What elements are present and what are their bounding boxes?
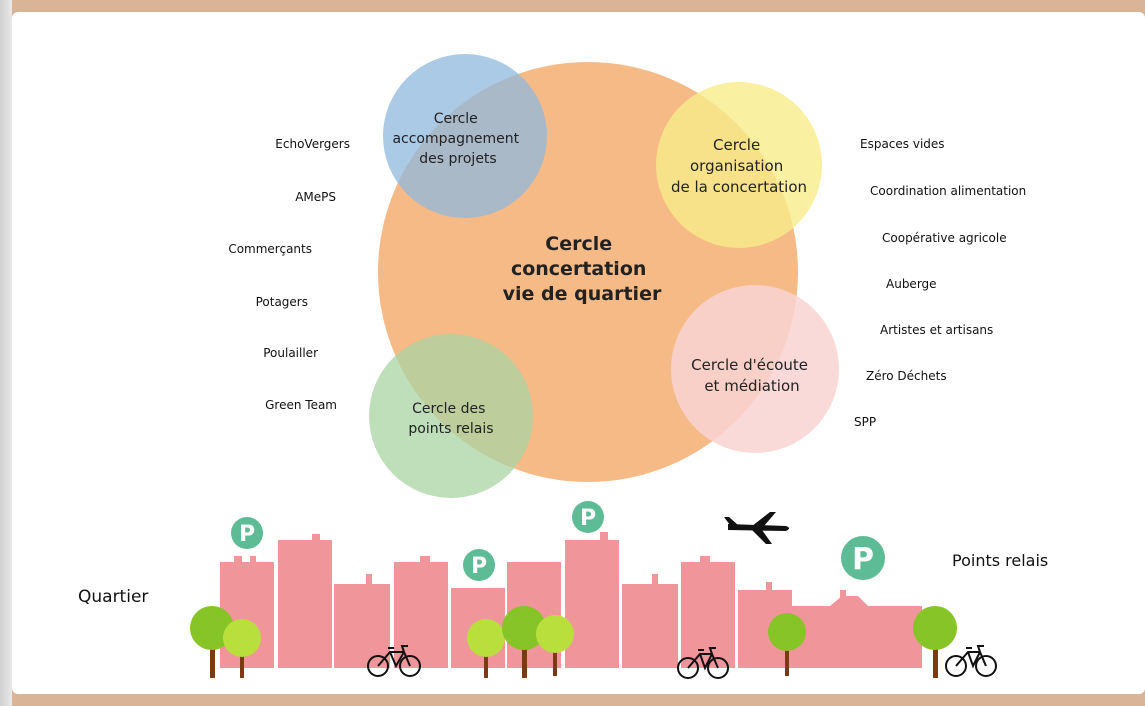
organisation-label: Cercle organisation de la concertation (671, 136, 807, 196)
left-item: Potagers (256, 295, 308, 309)
right-item: Coordination alimentation (870, 184, 1026, 198)
left-item: Poulailler (263, 346, 318, 360)
left-item: EchoVergers (275, 137, 350, 151)
right-item: Espaces vides (860, 137, 945, 151)
accompagnement-circle (383, 54, 547, 218)
tree-icon (502, 606, 546, 678)
svg-text:P: P (580, 506, 596, 531)
tree-icon (190, 606, 234, 678)
svg-text:P: P (471, 554, 487, 579)
ecoute-label: Cercle d'écoute et médiation (691, 356, 813, 395)
airplane-icon (724, 512, 789, 544)
right-item: Zéro Déchets (866, 369, 947, 383)
main-circle-label: Cercle concertation vie de quartier (503, 233, 662, 305)
p-badge-2: P (463, 549, 495, 581)
buildings (220, 532, 922, 668)
relais-circle (369, 334, 533, 498)
tree-icon (536, 615, 574, 676)
right-item: Auberge (886, 277, 937, 291)
points-relais-label: Points relais (952, 551, 1048, 570)
left-item: AMePS (295, 190, 336, 204)
accompagnement-label: Cercle accompagnement des projets (392, 111, 523, 167)
right-item: Artistes et artisans (880, 323, 993, 337)
diagram-canvas: Cercle concertation vie de quartier Cerc… (78, 54, 1048, 679)
tree-icon (223, 619, 261, 678)
right-items: Espaces vides Coordination alimentation … (854, 137, 1026, 429)
right-item: Coopérative agricole (882, 231, 1007, 245)
organisation-circle (656, 82, 822, 248)
tree-icon (768, 613, 806, 676)
tree-icon (913, 606, 957, 678)
left-item: Green Team (265, 398, 337, 412)
ecoute-circle (671, 285, 839, 453)
svg-text:P: P (239, 522, 255, 547)
bicycle-icon (367, 645, 421, 677)
right-item: SPP (854, 415, 876, 429)
left-item: Commerçants (228, 242, 312, 256)
relais-label: Cercle des points relais (408, 401, 493, 437)
bicycle-icon (677, 647, 729, 679)
quartier-label: Quartier (78, 587, 148, 607)
tree-icon (467, 619, 505, 678)
left-items: EchoVergers AMePS Commerçants Potagers P… (228, 137, 350, 412)
p-badge-3: P (572, 501, 604, 533)
page-shadow (0, 0, 12, 706)
diagram-frame: Cercle concertation vie de quartier Cerc… (12, 12, 1145, 694)
p-badge-4: P (841, 536, 885, 580)
bicycle-icon (945, 645, 997, 677)
p-badge-1: P (231, 517, 263, 549)
svg-text:P: P (852, 542, 874, 577)
